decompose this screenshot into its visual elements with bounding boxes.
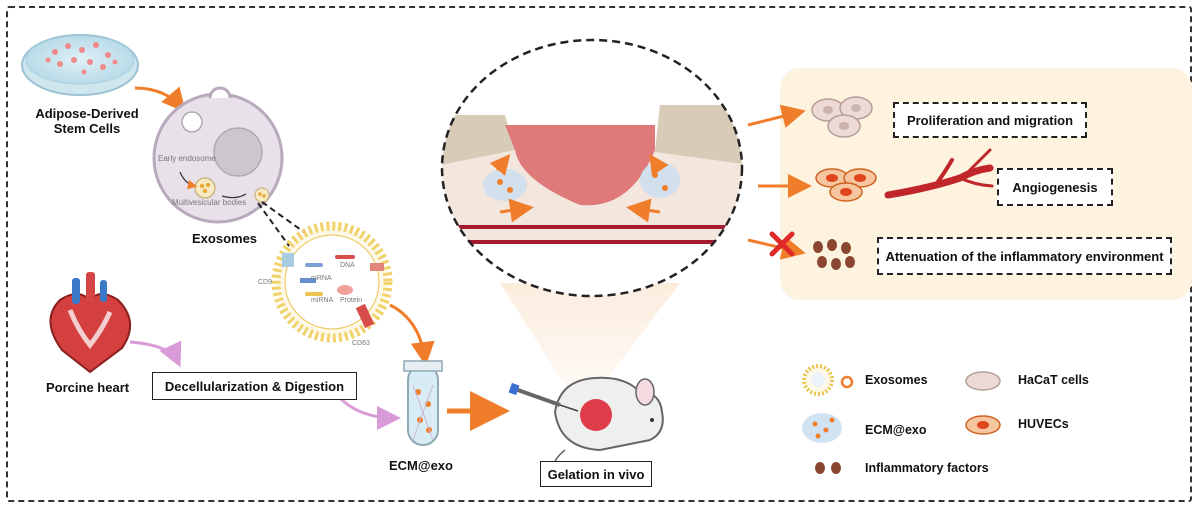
cd63-label: CD63 (352, 340, 370, 347)
blood-vessel-icon (884, 148, 994, 199)
adsc-label-line2: Stem Cells (53, 121, 121, 136)
legend-ecm-exo-icon (802, 413, 842, 443)
legend-huvecs-label: HUVECs (1018, 417, 1069, 431)
angiogenesis-box: Angiogenesis (997, 168, 1113, 206)
legend-inflammatory-label: Inflammatory factors (865, 461, 989, 475)
arrow-decell-to-tube (338, 396, 401, 430)
stem-cell-icon (152, 86, 284, 224)
exosomes-label: Exosomes (192, 231, 258, 246)
test-tube-icon (403, 360, 443, 446)
zoom-line-lower (257, 202, 293, 251)
inhibit-x-icon (769, 231, 795, 257)
legend-hacat-label: HaCaT cells (1018, 373, 1089, 387)
hacat-cells-icon (811, 96, 873, 138)
decell-box: Decellularization & Digestion (152, 372, 357, 400)
ecm-exo-label: ECM@exo (389, 458, 453, 473)
legend-huvecs-icon (965, 415, 1001, 435)
mrna-label: mRNA (311, 275, 332, 282)
legend-exosomes-label: Exosomes (865, 373, 928, 387)
multivesicular-bodies-label: Multivesicular bodies (172, 198, 247, 207)
protein-label: Protein (340, 297, 363, 304)
arrow-exosome-to-tube (389, 303, 435, 366)
attenuation-box: Attenuation of the inflammatory environm… (877, 237, 1172, 275)
exosome-vesicle-icon (271, 221, 393, 343)
legend-ecm-exo-label: ECM@exo (865, 423, 927, 437)
mirna-label: miRNA (311, 297, 334, 304)
legend-inflammatory-icon (815, 462, 841, 474)
proliferation-box: Proliferation and migration (893, 102, 1087, 138)
gelation-box: Gelation in vivo (540, 461, 652, 487)
cd9-label: CD9 (258, 279, 273, 286)
petri-dish-icon (21, 34, 139, 96)
zoom-cone (500, 283, 680, 412)
arrow-dish-to-cell (134, 86, 186, 113)
legend-exosome-icon (802, 364, 854, 396)
legend-hacat-icon (965, 371, 1001, 391)
early-endosome-label: Early endosome (158, 154, 216, 163)
huvecs-icon (815, 168, 877, 202)
adsc-label-line1: Adipose-Derived (35, 106, 139, 121)
wound-zoom-view (440, 38, 744, 298)
inflammatory-factors-icon (813, 239, 855, 270)
arrow-to-proliferation (747, 104, 806, 129)
mouse-icon (508, 376, 664, 487)
adsc-label: Adipose-Derived Stem Cells (28, 106, 146, 136)
arrow-heart-to-decell (129, 340, 182, 368)
heart-icon (49, 272, 131, 374)
dna-label: DNA (340, 262, 355, 269)
porcine-heart-label: Porcine heart (46, 380, 130, 395)
